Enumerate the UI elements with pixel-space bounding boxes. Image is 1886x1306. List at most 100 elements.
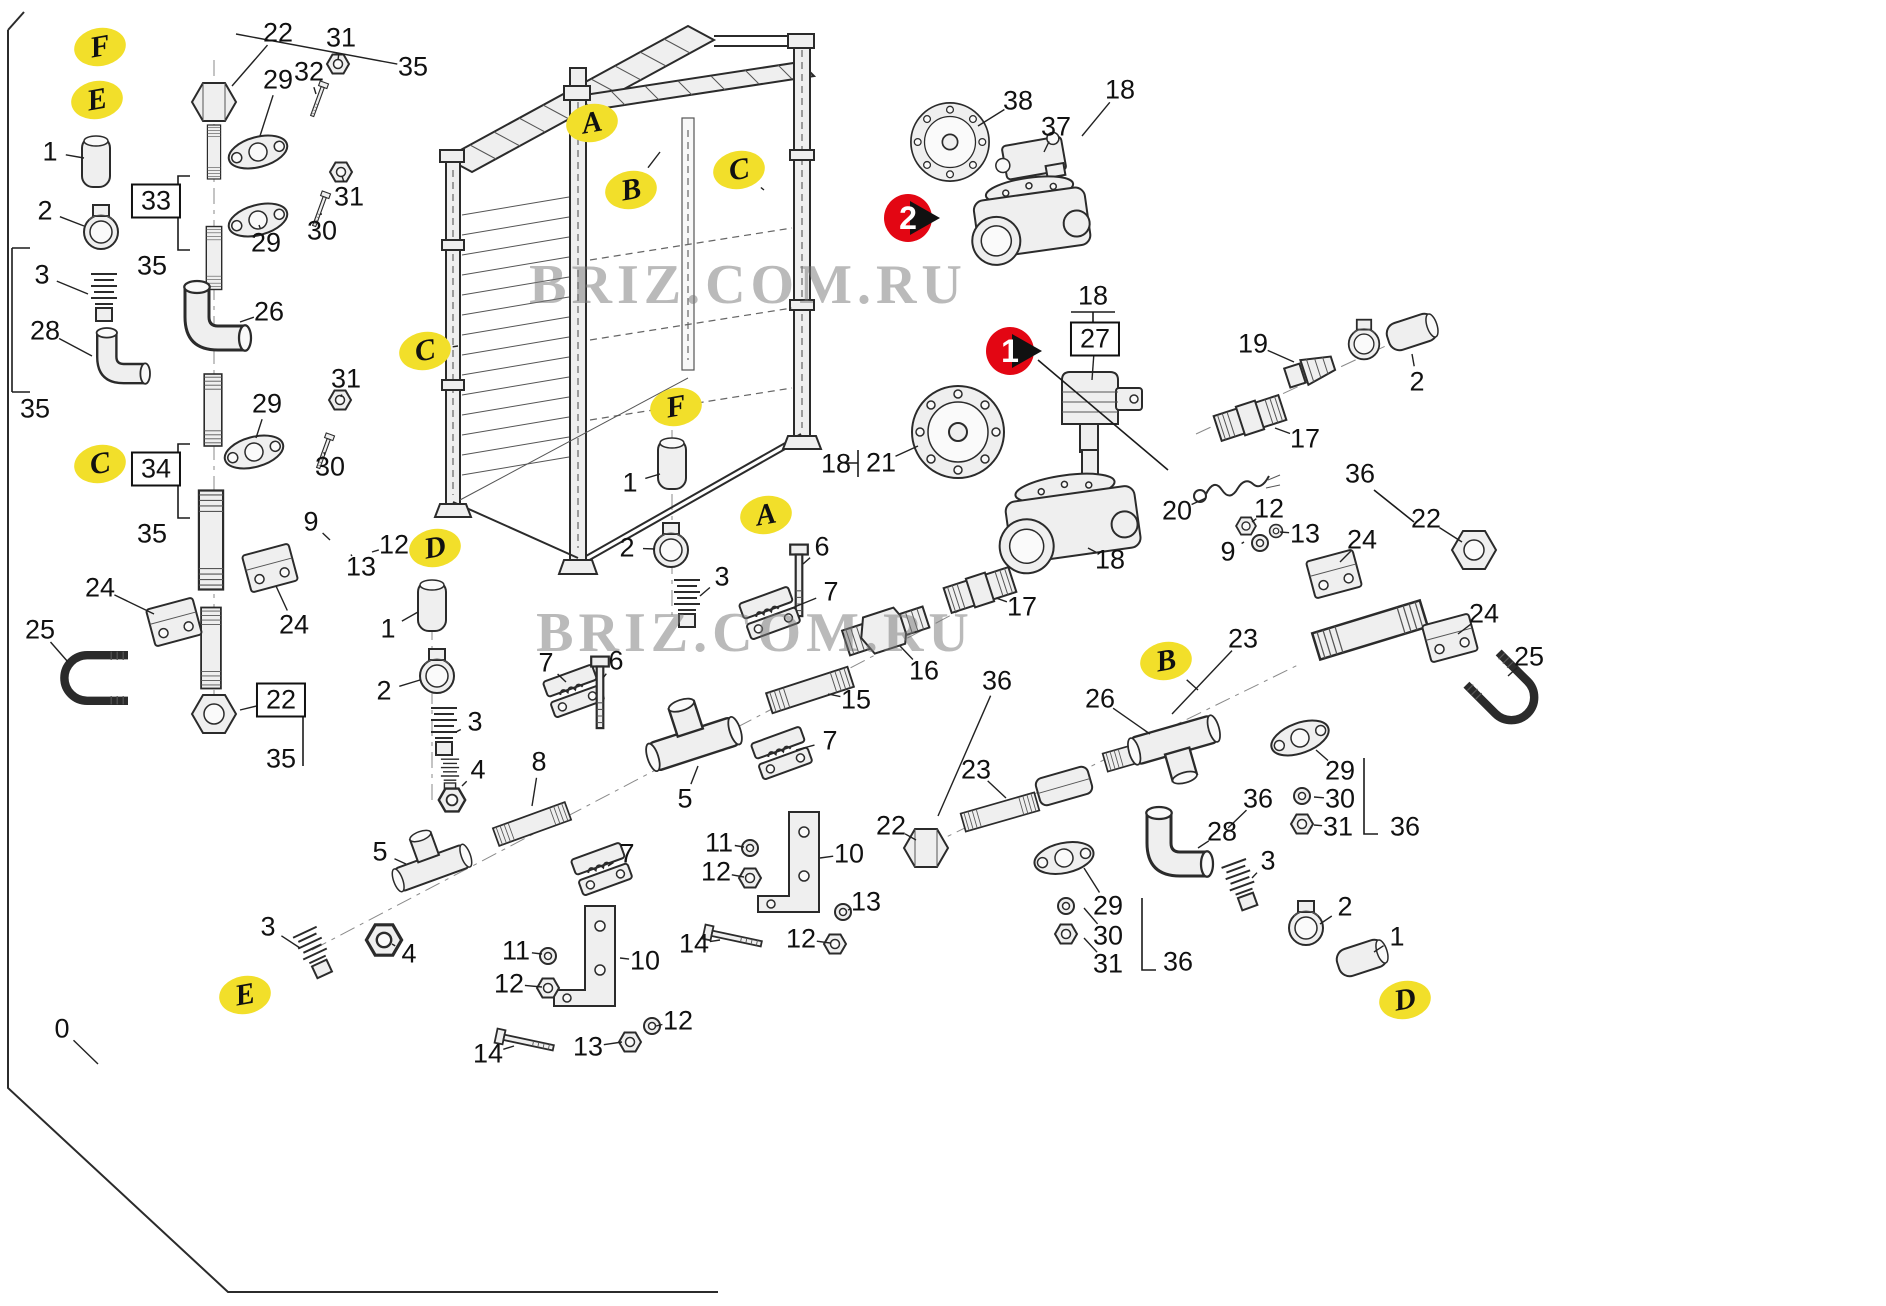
leader-line <box>461 780 468 787</box>
part-number-label-12: 12 <box>662 1005 694 1036</box>
leader-line <box>1319 915 1333 925</box>
leader-line <box>1083 907 1099 925</box>
part-number-label-13: 13 <box>345 551 377 582</box>
leader-line <box>607 861 614 867</box>
part-number-label-3: 3 <box>34 259 50 290</box>
leader-line <box>1171 650 1233 715</box>
part-number-label-2: 2 <box>619 532 635 563</box>
leader-line <box>1457 623 1472 635</box>
part-number-label-11: 11 <box>704 827 734 858</box>
part-number-label-1: 1 <box>380 613 396 644</box>
part-number-label-7: 7 <box>822 725 838 756</box>
part-number-label-12: 12 <box>1253 493 1285 524</box>
part-number-label-3: 3 <box>1260 845 1276 876</box>
section-callout-C: C <box>71 440 129 488</box>
leader-line <box>322 532 331 541</box>
part-number-label-19: 19 <box>1237 328 1269 359</box>
section-callout-B: B <box>602 166 660 214</box>
part-number-label-30: 30 <box>306 215 338 246</box>
leader-line <box>1043 141 1050 153</box>
leader-line <box>791 597 817 609</box>
part-number-label-7: 7 <box>823 576 839 607</box>
leader-line <box>1227 809 1247 829</box>
leader-line <box>340 394 343 398</box>
part-number-label-17: 17 <box>1006 591 1038 622</box>
border-lines <box>7 11 718 1293</box>
leader-line <box>1191 497 1207 506</box>
leader-line <box>802 557 811 565</box>
part-number-label-36: 36 <box>1162 946 1194 977</box>
leader-line <box>619 957 630 960</box>
section-callout-E: E <box>216 971 274 1019</box>
leader-line <box>1315 749 1329 762</box>
part-number-label-36: 36 <box>1344 458 1376 489</box>
leader-line <box>731 874 745 878</box>
leader-line <box>531 777 538 807</box>
part-number-label-23: 23 <box>1227 623 1259 654</box>
leader-line <box>709 939 721 943</box>
part-number-label-38: 38 <box>1002 85 1034 116</box>
leader-line <box>690 765 699 785</box>
leader-line <box>1197 840 1210 849</box>
leader-line <box>1251 518 1257 523</box>
part-number-label-22: 22 <box>1410 503 1442 534</box>
leader-line <box>1279 531 1290 534</box>
part-number-label-22: 22 <box>875 810 907 841</box>
part-number-label-16: 16 <box>908 655 940 686</box>
leader-line <box>1112 707 1151 735</box>
leader-line <box>895 445 919 457</box>
leader-line <box>524 984 543 988</box>
part-number-label-17: 17 <box>1289 423 1321 454</box>
part-number-label-18: 18 <box>820 448 852 479</box>
leader-line <box>259 94 274 137</box>
part-number-label-6: 6 <box>608 645 624 676</box>
part-number-label-0: 0 <box>54 1013 70 1044</box>
part-number-label-24: 24 <box>278 609 310 640</box>
part-number-label-23: 23 <box>960 754 992 785</box>
section-callout-A: A <box>737 491 795 539</box>
part-number-label-18: 18 <box>1094 544 1126 575</box>
part-number-label-12: 12 <box>700 856 732 887</box>
section-callout-C: C <box>396 327 454 375</box>
part-number-label-36: 36 <box>981 665 1013 696</box>
part-number-label-13: 13 <box>1289 518 1321 549</box>
part-number-label-29: 29 <box>262 64 294 95</box>
part-number-label-35: 35 <box>265 743 297 774</box>
part-number-label-31: 31 <box>1322 811 1354 842</box>
part-number-label-30: 30 <box>314 451 346 482</box>
part-number-label-3: 3 <box>467 706 483 737</box>
part-number-label-3: 3 <box>714 561 730 592</box>
part-number-label-5: 5 <box>677 783 693 814</box>
leader-line <box>816 940 831 944</box>
part-number-label-boxed-34: 34 <box>130 451 182 487</box>
section-callout-F: F <box>647 383 705 431</box>
part-number-label-1: 1 <box>42 136 58 167</box>
part-number-label-11: 11 <box>501 935 531 966</box>
part-number-label-30: 30 <box>1324 783 1356 814</box>
leader-line <box>1186 679 1199 691</box>
leader-line <box>114 594 155 615</box>
leader-line <box>655 1023 663 1027</box>
part-number-label-26: 26 <box>1084 683 1116 714</box>
leader-line <box>987 780 1007 799</box>
leader-line <box>1251 872 1258 879</box>
watermark-text-BRIZ.COM.RU: BRIZ.COM.RU <box>529 254 967 316</box>
leader-line <box>394 858 407 865</box>
leader-line <box>239 316 255 323</box>
part-number-label-10: 10 <box>629 945 661 976</box>
part-number-label-29: 29 <box>1092 890 1124 921</box>
leader-line <box>531 952 543 955</box>
part-number-label-30: 30 <box>1092 920 1124 951</box>
leader-line <box>1507 667 1518 677</box>
leader-line <box>795 744 815 751</box>
leader-line <box>455 728 462 733</box>
part-number-label-10: 10 <box>833 838 865 869</box>
leader-line <box>1083 867 1101 893</box>
part-number-label-24: 24 <box>84 572 116 603</box>
leader-line <box>1081 101 1111 137</box>
leader-line <box>231 44 269 87</box>
leader-line <box>557 673 567 683</box>
leader-line <box>1274 427 1291 435</box>
